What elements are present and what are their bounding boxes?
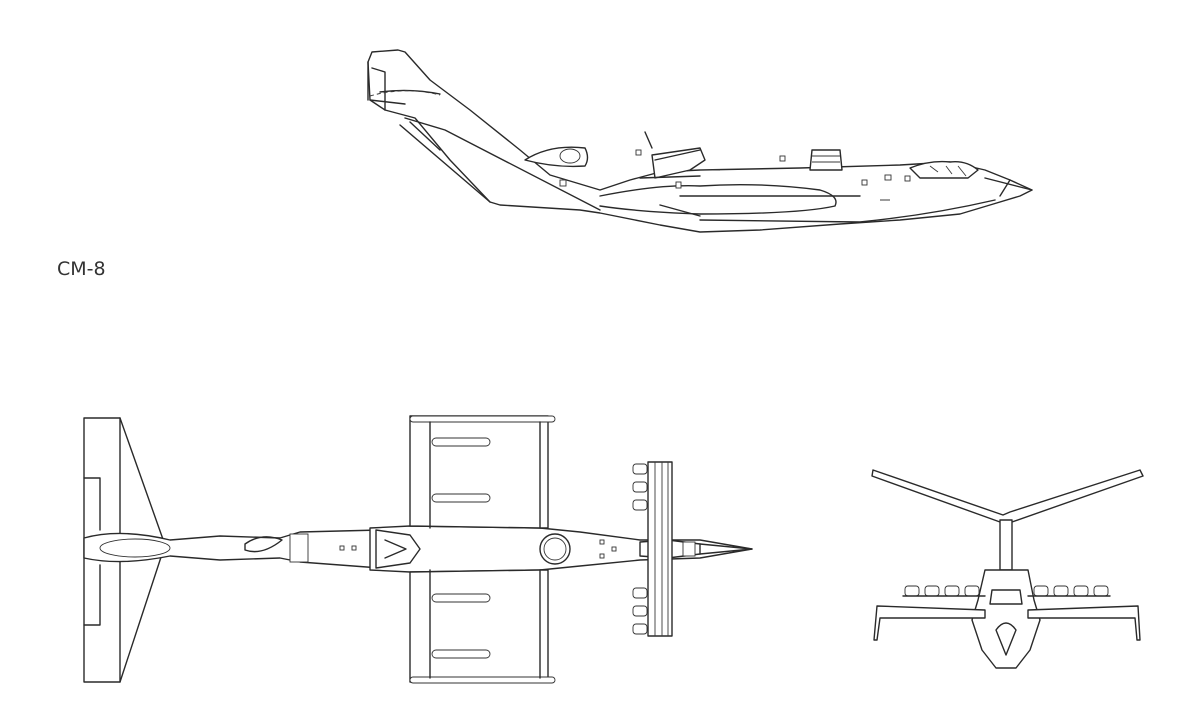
top-canopy-rear xyxy=(375,529,421,569)
side-keel xyxy=(599,183,837,215)
front-main-wing xyxy=(873,605,986,641)
side-engine-housing xyxy=(651,147,706,179)
top-wing-pods xyxy=(431,437,491,659)
front-v-tail xyxy=(871,469,1144,523)
top-tail-pod xyxy=(99,538,171,558)
top-canard xyxy=(647,461,673,637)
top-canard-engines xyxy=(632,463,648,635)
side-deck-mount xyxy=(809,149,843,171)
side-stabilizer xyxy=(399,117,601,211)
side-cockpit xyxy=(909,160,979,179)
front-tail-pylon xyxy=(999,519,1013,571)
model-label: CM-8 xyxy=(57,258,106,280)
side-tail-fin xyxy=(367,61,441,111)
